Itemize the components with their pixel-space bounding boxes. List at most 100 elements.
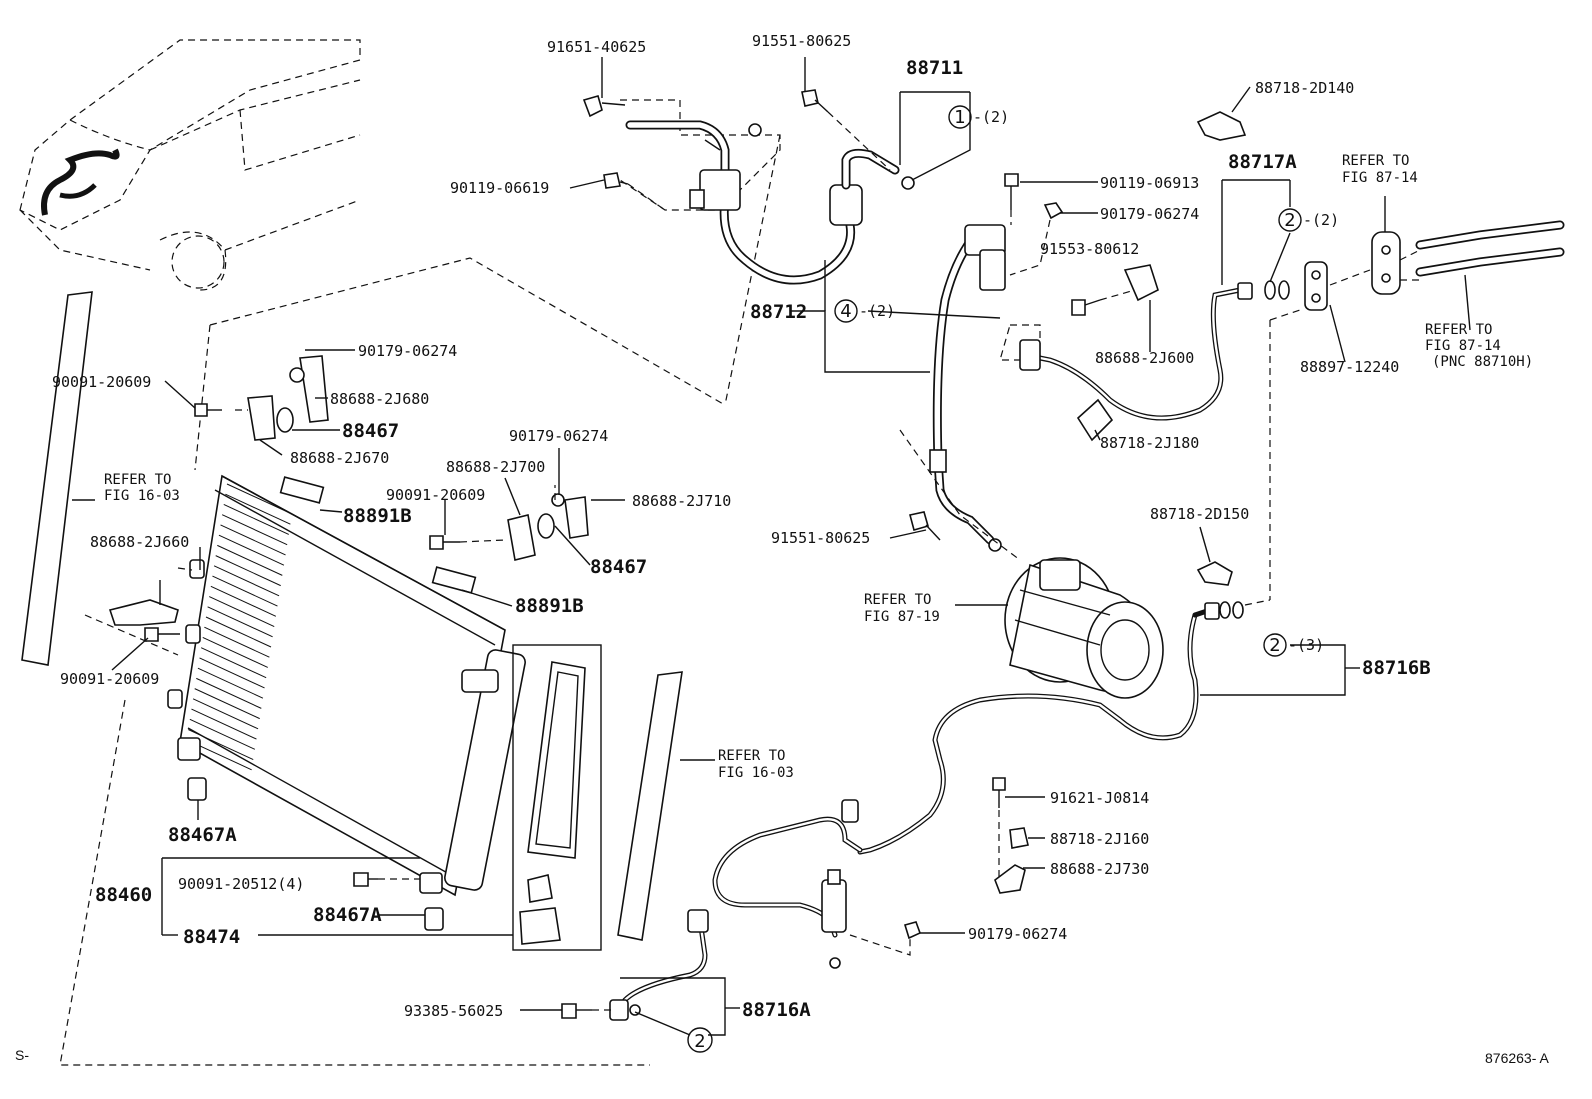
svg-text:FIG 87-14: FIG 87-14	[1425, 338, 1501, 354]
discharge-line-88716b	[857, 599, 1271, 855]
label-88716b: 88716B	[1362, 657, 1431, 679]
label-88688-2j700: 88688-2J700	[446, 458, 545, 476]
condenser-fin	[192, 698, 259, 730]
label-91551-80625-top: 91551-80625	[752, 32, 851, 50]
svg-text:REFER TO: REFER TO	[864, 592, 931, 608]
svg-text:-(2): -(2)	[973, 108, 1009, 126]
condenser-fin	[209, 596, 275, 627]
bracket-88688-2j600	[1123, 264, 1159, 302]
label-91621-j0814: 91621-J0814	[1050, 789, 1149, 807]
bolt-90091-20512	[353, 872, 420, 887]
svg-text:REFER TO: REFER TO	[104, 472, 171, 488]
label-93385-56025: 93385-56025	[404, 1002, 503, 1020]
svg-text:REFER TO: REFER TO	[1425, 322, 1492, 338]
label-90119-06913: 90119-06913	[1100, 174, 1199, 192]
label-88711: 88711	[906, 57, 963, 79]
label-90091-20512: 90091-20512(4)	[178, 875, 304, 893]
condenser	[167, 474, 526, 897]
svg-text:(PNC 88710H): (PNC 88710H)	[1432, 354, 1533, 370]
label-91551-80625-lower: 91551-80625	[771, 529, 870, 547]
bolt-91651	[582, 95, 626, 118]
label-88688-2j600: 88688-2J600	[1095, 349, 1194, 367]
label-90091-20609-top: 90091-20609	[52, 373, 151, 391]
leader-lines	[72, 57, 1471, 1036]
label-90179-06274-left: 90179-06274	[358, 342, 457, 360]
label-88467-upper: 88467	[342, 420, 399, 442]
label-88688-2j670: 88688-2J670	[290, 449, 389, 467]
svg-text:-(3): -(3)	[1288, 636, 1324, 654]
svg-text:2: 2	[694, 1031, 705, 1052]
label-88460: 88460	[95, 884, 152, 906]
seal-bar-right	[617, 671, 683, 941]
marker-2-upper: 2 -(2)	[1278, 208, 1339, 232]
condenser-fin	[225, 493, 291, 525]
condenser-fin	[204, 626, 270, 658]
marker-2-lower: 2	[687, 1027, 713, 1053]
label-90179-06274-lower: 90179-06274	[968, 925, 1067, 943]
condenser-fin	[221, 514, 288, 546]
svg-text:1: 1	[954, 107, 965, 128]
svg-text:FIG 16-03: FIG 16-03	[718, 765, 794, 781]
label-88467a-left: 88467A	[168, 824, 237, 846]
label-90119-06619: 90119-06619	[450, 179, 549, 197]
label-88897-12240: 88897-12240	[1300, 358, 1399, 376]
bolt-90119-06619	[603, 172, 666, 211]
compressor	[1004, 557, 1164, 699]
condenser-fin	[191, 708, 257, 740]
svg-text:REFER TO: REFER TO	[1342, 153, 1409, 169]
label-88891b-upper: 88891B	[343, 505, 412, 527]
cushion-88891b-upper	[279, 476, 325, 504]
bolt-90119-06913	[1004, 173, 1019, 225]
bolt-91551-top	[801, 89, 891, 171]
marker-1: 1 -(2)	[948, 105, 1009, 129]
condenser-fin	[199, 657, 265, 689]
condenser-fin	[202, 637, 268, 668]
label-90091-20609-mid: 90091-20609	[386, 486, 485, 504]
bolt-93385	[561, 1003, 612, 1019]
seal-bar-left	[21, 291, 93, 666]
bracket-88688-2j730	[994, 864, 1026, 894]
discharge-hose-88712	[899, 224, 1041, 561]
label-88717a: 88717A	[1228, 151, 1297, 173]
label-88718-2j160: 88718-2J160	[1050, 830, 1149, 848]
label-90091-20609-lower: 90091-20609	[60, 670, 159, 688]
block-joint-88897	[1269, 261, 1371, 600]
condenser-fin	[194, 688, 260, 720]
svg-text:2: 2	[1284, 210, 1295, 231]
label-88467a-right: 88467A	[313, 904, 382, 926]
cushion-88467a-left	[187, 777, 207, 801]
condenser-fin	[213, 565, 280, 597]
bolt-90091-top	[194, 403, 222, 417]
svg-text:4: 4	[840, 301, 851, 322]
svg-text:-(2): -(2)	[859, 302, 895, 320]
condenser-fin	[226, 483, 293, 515]
condenser-fin	[188, 729, 254, 760]
bolt-91621	[992, 777, 1006, 880]
label-88718-2j180: 88718-2J180	[1100, 434, 1199, 452]
svg-text:-(2): -(2)	[1303, 211, 1339, 229]
svg-text:2: 2	[1269, 635, 1280, 656]
vehicle-outline	[19, 39, 361, 291]
liquid-line-88717a	[1019, 280, 1290, 421]
label-88688-2j680: 88688-2J680	[330, 390, 429, 408]
label-88718-2d140: 88718-2D140	[1255, 79, 1354, 97]
bolt-91553	[1071, 289, 1136, 316]
bolt-91551-lower	[909, 511, 941, 541]
condenser-fin	[215, 555, 281, 587]
cushion-88891b-lower	[431, 566, 477, 594]
condenser-fin	[210, 585, 277, 617]
condenser-fin	[189, 718, 256, 750]
nut-90179-lower	[903, 921, 922, 940]
ref-plate-87-14	[1371, 231, 1421, 295]
bracket-upper-mid	[459, 485, 589, 561]
label-88688-2j730: 88688-2J730	[1050, 860, 1149, 878]
cushion-88467a-right	[424, 907, 444, 931]
label-88688-2j710: 88688-2J710	[632, 492, 731, 510]
svg-text:FIG 16-03: FIG 16-03	[104, 488, 180, 504]
label-88688-2j660: 88688-2J660	[90, 533, 189, 551]
label-90179-06274-mid: 90179-06274	[509, 427, 608, 445]
label-88712: 88712	[750, 301, 807, 323]
label-91553-80612: 91553-80612	[1040, 240, 1139, 258]
